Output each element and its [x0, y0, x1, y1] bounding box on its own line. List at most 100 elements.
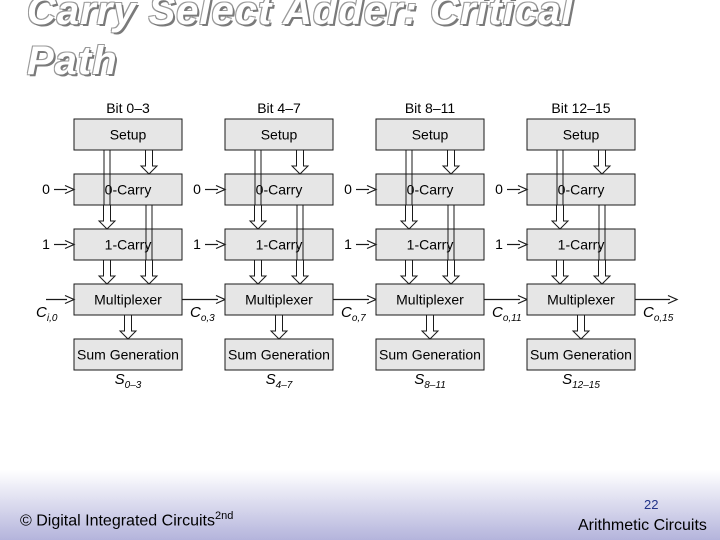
page-title-line-2: Path	[27, 39, 118, 83]
arrow-zero-carry-to-mux-3	[592, 259, 612, 285]
multiplexer-block-3-label: Multiplexer	[547, 292, 615, 308]
arrow-setup-to-one-carry-0	[97, 204, 117, 230]
one-carry-block-1-label: 1-Carry	[256, 237, 303, 253]
multiplexer-block-1: Multiplexer	[224, 283, 334, 316]
carry-in-one-label-1: 1	[193, 236, 201, 252]
setup-block-3: Setup	[526, 118, 636, 151]
zero-carry-block-1-box	[224, 173, 334, 206]
footer-section-title: Arithmetic Circuits	[578, 517, 707, 534]
zero-carry-block-3-box	[526, 173, 636, 206]
carry-in-zero-label-0: 0	[42, 181, 50, 197]
arrow-one-carry-to-mux-1	[248, 259, 268, 285]
arrow-one-carry-to-mux-0	[97, 259, 117, 285]
multiplexer-block-0: Multiplexer	[73, 283, 183, 316]
setup-block-3-box	[526, 118, 636, 151]
carry-in-one-arrow-1-arrowhead	[215, 239, 227, 250]
zero-carry-block-2-label: 0-Carry	[407, 182, 454, 198]
arrow-zero-carry-to-mux-2	[441, 259, 461, 285]
carry-out-label-2: Co,11	[492, 304, 522, 324]
zero-carry-block-0: 0-Carry	[73, 173, 183, 206]
sum-generation-block-1: Sum Generation	[224, 338, 334, 371]
arrow-mux-to-sum-0	[118, 314, 138, 340]
arrow-zero-carry-to-mux-1	[290, 259, 310, 285]
carry-in-one-label-2: 1	[344, 236, 352, 252]
carry-in-zero-arrow-0-arrowhead	[64, 184, 76, 195]
sum-generation-block-3: Sum Generation	[526, 338, 636, 371]
bit-range-label-1: Bit 4–7	[257, 100, 301, 116]
carry-in-label-0: Ci,0	[36, 304, 58, 324]
carry-out-label-0: Co,3	[190, 304, 215, 324]
multiplexer-block-2: Multiplexer	[375, 283, 485, 316]
one-carry-block-1: 1-Carry	[224, 228, 334, 261]
carry-in-one-arrow-2-arrowhead	[366, 239, 378, 250]
sum-generation-block-2-label: Sum Generation	[379, 347, 481, 363]
carry-in-one-label-0: 1	[42, 236, 50, 252]
arrow-mux-to-sum-3	[571, 314, 591, 340]
arrow-one-carry-to-mux-3	[550, 259, 570, 285]
footer-edition: 2nd	[214, 510, 234, 522]
one-carry-block-2-box	[375, 228, 485, 261]
multiplexer-block-3: Multiplexer	[526, 283, 636, 316]
arrow-setup-to-zero-carry-2	[441, 149, 461, 175]
sum-generation-block-1-box	[224, 338, 334, 371]
bit-range-label-0: Bit 0–3	[106, 100, 150, 116]
multiplexer-block-1-label: Multiplexer	[245, 292, 313, 308]
zero-carry-block-2: 0-Carry	[375, 173, 485, 206]
zero-carry-block-3-label: 0-Carry	[558, 182, 605, 198]
carry-in-zero-arrow-2-arrowhead	[366, 184, 378, 195]
sum-output-label-1: S4–7	[266, 371, 293, 391]
arrow-mux-to-sum-1	[269, 314, 289, 340]
footer-copyright: © Digital Integrated Circuits2nd	[20, 510, 233, 530]
one-carry-block-3: 1-Carry	[526, 228, 636, 261]
sum-generation-block-3-box	[526, 338, 636, 371]
carry-out-arrow-3-arrowhead	[667, 294, 679, 305]
arrow-zero-carry-to-mux-0	[139, 259, 159, 285]
carry-in-zero-label-1: 0	[193, 181, 201, 197]
setup-block-1-label: Setup	[261, 127, 298, 143]
arrow-setup-to-one-carry-3	[550, 204, 570, 230]
arrow-one-carry-to-mux-2	[399, 259, 419, 285]
one-carry-block-0-box	[73, 228, 183, 261]
one-carry-block-1-box	[224, 228, 334, 261]
carry-in-one-arrow-0-arrowhead	[64, 239, 76, 250]
one-carry-block-2-label: 1-Carry	[407, 237, 454, 253]
setup-block-1-box	[224, 118, 334, 151]
sum-generation-block-1-label: Sum Generation	[228, 347, 330, 363]
bit-range-label-3: Bit 12–15	[551, 100, 610, 116]
setup-block-3-label: Setup	[563, 127, 600, 143]
bit-range-label-2: Bit 8–11	[405, 100, 456, 116]
arrow-setup-to-one-carry-2	[399, 204, 419, 230]
page-title-line-1: Carry Select Adder: Critical	[27, 0, 574, 33]
setup-block-2: Setup	[375, 118, 485, 151]
setup-block-0-label: Setup	[110, 127, 147, 143]
carry-in-one-arrow-3-arrowhead	[517, 239, 529, 250]
setup-block-0: Setup	[73, 118, 183, 151]
one-carry-block-2: 1-Carry	[375, 228, 485, 261]
multiplexer-block-2-box	[375, 283, 485, 316]
carry-in-zero-label-2: 0	[344, 181, 352, 197]
arrow-setup-to-zero-carry-1	[290, 149, 310, 175]
sum-generation-block-2: Sum Generation	[375, 338, 485, 371]
sum-generation-block-3-label: Sum Generation	[530, 347, 632, 363]
arrow-mux-to-sum-2	[420, 314, 440, 340]
multiplexer-block-2-label: Multiplexer	[396, 292, 464, 308]
page-number: 22	[644, 497, 659, 512]
sum-generation-block-2-box	[375, 338, 485, 371]
carry-out-label-1: Co,7	[341, 304, 366, 324]
zero-carry-block-2-box	[375, 173, 485, 206]
footer-copyright-text: © Digital Integrated Circuits	[20, 512, 215, 530]
one-carry-block-3-label: 1-Carry	[558, 237, 605, 253]
carry-in-zero-arrow-3-arrowhead	[517, 184, 529, 195]
multiplexer-block-0-label: Multiplexer	[94, 292, 162, 308]
arrow-setup-to-zero-carry-0	[139, 149, 159, 175]
multiplexer-block-0-box	[73, 283, 183, 316]
carry-in-zero-arrow-1-arrowhead	[215, 184, 227, 195]
carry-out-label-3: Co,15	[643, 304, 674, 324]
one-carry-block-3-box	[526, 228, 636, 261]
sum-output-label-0: S0–3	[115, 371, 142, 391]
sum-generation-block-0: Sum Generation	[73, 338, 183, 371]
setup-block-1: Setup	[224, 118, 334, 151]
zero-carry-block-1: 0-Carry	[224, 173, 334, 206]
footer-band	[0, 470, 720, 540]
